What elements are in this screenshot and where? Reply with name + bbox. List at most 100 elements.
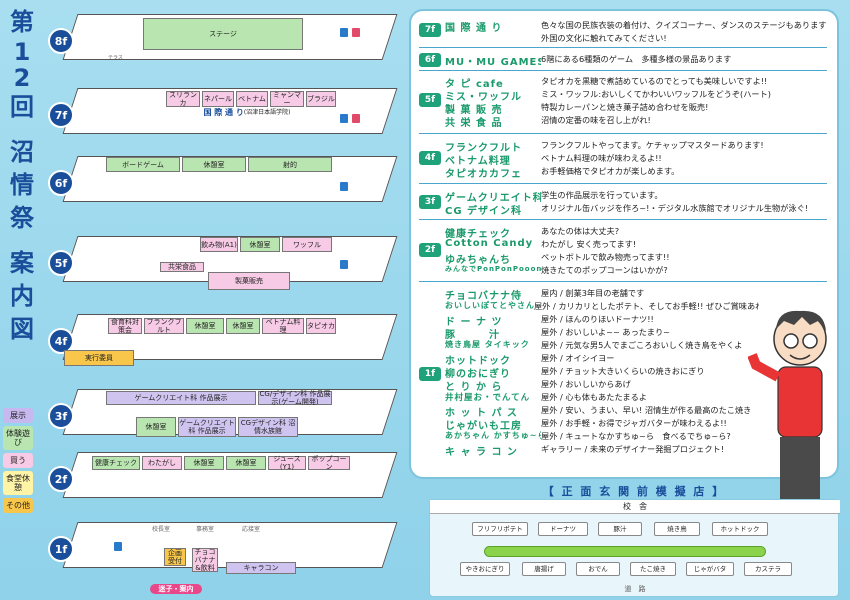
list-item: 豚 汁屋外 / おいしいよ~~ あったまり~ xyxy=(445,326,759,339)
booth-name: ホ ッ ト パ ス xyxy=(445,408,518,417)
booth-desc: 屋外 / チョット大きいくらいの焼きおにぎり xyxy=(541,366,705,376)
room-rest[interactable]: 休憩室 xyxy=(182,157,246,172)
floor-badge: 5f xyxy=(48,250,74,276)
room-cg-aquarium[interactable]: CGデザイン科 沼情水族館 xyxy=(238,417,298,437)
room-srilanka[interactable]: スリランカ xyxy=(166,91,200,107)
booth-jagabata[interactable]: じゃがバタ xyxy=(686,562,734,576)
booth-yakitori[interactable]: 焼き鳥 xyxy=(654,522,700,536)
room-waffle[interactable]: ワッフル xyxy=(282,237,332,252)
floor-3f: 3f ゲームクリエイト科 作品展示 CG/デザイン科 作品展示(ゲーム開発) 休… xyxy=(48,385,404,449)
legend-item-food: 食堂休憩 xyxy=(3,471,33,495)
room-rest[interactable]: 休憩室 xyxy=(136,417,176,437)
floor-7f: 7f スリランカ ネパール ベトナム ミャンマー ブラジル 国 際 通 り (沼… xyxy=(48,84,404,148)
room-reception[interactable]: 企画受付 xyxy=(164,548,186,566)
booth-oden[interactable]: おでん xyxy=(576,562,620,576)
booth-desc: 屋外 / カリカリとしたポテト、そしてお手軽!! ぜひご賞味あれ~!! xyxy=(533,301,759,311)
booth-hotdog[interactable]: ホットドック xyxy=(712,522,768,536)
room-game-create-exhibit[interactable]: ゲームクリエイト科 作品展示 xyxy=(106,391,256,405)
booth-karaage[interactable]: 唐揚げ xyxy=(522,562,566,576)
booth-takoyaki[interactable]: たこ焼き xyxy=(630,562,676,576)
room-food-committee[interactable]: 食育科対策会 xyxy=(108,318,142,334)
booth-castella[interactable]: カステラ xyxy=(744,562,792,576)
room-tapioca[interactable]: タピオカ xyxy=(306,318,336,334)
booth-desc: わたがし 安く売ってます! xyxy=(541,239,637,249)
restroom-icon xyxy=(352,28,360,37)
room-executive-committee[interactable]: 実行委員 xyxy=(64,350,134,366)
room-health-check[interactable]: 健康チェック xyxy=(92,456,140,470)
room-characon[interactable]: キャラコン xyxy=(226,562,296,574)
title-char: 1 xyxy=(13,38,31,66)
list-item: ゆみちゃんちペットボトルで飲み物売ってます!! xyxy=(445,251,839,264)
floor-tag: 6f xyxy=(419,53,441,67)
room-rest[interactable]: 休憩室 xyxy=(226,318,260,334)
section-rows: フランクフルトフランクフルトやってます。ケチャップマスタードあります! ベトナム… xyxy=(445,139,839,178)
title-char: 第 xyxy=(10,8,34,36)
room-brazil[interactable]: ブラジル xyxy=(306,91,336,107)
room-drinks[interactable]: 飲み物(A1) xyxy=(200,237,238,252)
booth-desc: 外国の文化に触れてみてください! xyxy=(541,33,667,43)
room-choco-banana[interactable]: チョコバナナ&飲料 xyxy=(192,548,218,572)
booth-desc: 屋外 / オイシイヨー xyxy=(541,353,615,363)
divider xyxy=(419,133,827,134)
room-board-game[interactable]: ボードゲーム xyxy=(106,157,180,172)
section-rows: チョコバナナ侍屋内 / 創業3年目の老舗です おいしいぽてとやさん屋外 / カリ… xyxy=(445,287,759,456)
floor-badge: 2f xyxy=(48,466,74,492)
divider xyxy=(419,70,827,71)
kokusai-street[interactable]: 国 際 通 り (沼津日本語学院) xyxy=(158,108,336,118)
list-item: 国 際 通 り色々な国の民族衣装の着付け、クイズコーナー、ダンスのステージもあり… xyxy=(445,19,839,32)
booth-name: タピオカカフェ xyxy=(445,169,522,178)
booth-desc: 学生の作品展示を行っています。 xyxy=(541,190,663,200)
room-nepal[interactable]: ネパール xyxy=(202,91,234,107)
room-cotton-candy[interactable]: わたがし xyxy=(142,456,182,470)
school-building: 校 舎 xyxy=(430,500,840,514)
room-cg-exhibit[interactable]: CG/デザイン科 作品展示(ゲーム開発) xyxy=(258,390,332,406)
room-juice[interactable]: ジュース(Y1) xyxy=(268,455,306,471)
floor-4f: 4f 食育科対策会 フランクフルト 休憩室 休憩室 ベトナム料理 タピオカ 実行… xyxy=(48,310,404,374)
room-game-create-exhibit-2[interactable]: ゲームクリエイト科 作品展示 xyxy=(178,417,236,437)
booth-desc: 沼情の定番の味を召し上がれ! xyxy=(541,115,651,125)
stage-room[interactable]: ステージ xyxy=(143,18,303,50)
room-vietnam[interactable]: ベトナム xyxy=(236,91,268,107)
section-rows: ゲームクリエイト科学生の作品展示を行っています。 CG デザイン科オリジナル缶バ… xyxy=(445,189,839,215)
booth-desc: 屋外 / キュートなかすちゅ~ら 食べるでちゅ~ら? xyxy=(541,431,731,441)
room-frankfurt[interactable]: フランクフルト xyxy=(144,318,184,334)
room-kyoei-foods[interactable]: 共栄食品 xyxy=(160,262,204,272)
list-item: みんなでPonPonPooon!焼きたてのポップコーンはいかが? xyxy=(445,264,839,277)
booth-yakionigiri[interactable]: やきおにぎり xyxy=(460,562,510,576)
title-char: 2 xyxy=(13,64,31,92)
booth-donut[interactable]: ドーナツ xyxy=(538,522,588,536)
restroom-icon xyxy=(114,542,122,551)
booth-name: タ ピ cafe xyxy=(445,79,504,88)
booth-desc: 屋外 / おいしいよ~~ あったまり~ xyxy=(541,327,670,337)
room-rest[interactable]: 休憩室 xyxy=(240,237,280,252)
room-rest[interactable]: 休憩室 xyxy=(186,318,224,334)
room-myanmar[interactable]: ミャンマー xyxy=(270,91,304,107)
list-item: ベトナム料理ベトナム料理の味が味わえるよ!! xyxy=(445,152,839,165)
booth-name: ベトナム料理 xyxy=(445,156,511,165)
road: 道 路 xyxy=(624,585,646,593)
room-vietnam-food[interactable]: ベトナム料理 xyxy=(262,318,304,334)
list-item: CG デザイン科オリジナル缶バッジを作ろ~!・デジタル水族館でオリジナル生物が泳… xyxy=(445,202,839,215)
divider xyxy=(419,281,827,282)
title-char: 回 xyxy=(10,93,34,121)
floor-tag: 5f xyxy=(419,93,441,107)
room-seika-sales[interactable]: 製菓販売 xyxy=(208,272,290,290)
hall-note: (沼津日本語学院) xyxy=(243,109,291,116)
booth-desc: 屋内 / 創業3年目の老舗です xyxy=(541,288,645,298)
booth-tonjiru[interactable]: 豚汁 xyxy=(598,522,642,536)
room-rest[interactable]: 休憩室 xyxy=(226,456,266,470)
booth-name: じゃがいも工房 xyxy=(445,421,522,430)
legend-item-buy: 買う xyxy=(3,453,33,468)
booth-fries[interactable]: フリフリポテト xyxy=(472,522,528,536)
booth-desc: 焼きたてのポップコーンはいかが? xyxy=(541,265,668,275)
room-shateki[interactable]: 射的 xyxy=(248,157,332,172)
floor-8f: 8f ステージ テラス xyxy=(48,10,404,74)
room-rest[interactable]: 休憩室 xyxy=(184,456,224,470)
list-item: おいしいぽてとやさん屋外 / カリカリとしたポテト、そしてお手軽!! ぜひご賞味… xyxy=(445,300,759,313)
booth-desc: 屋外 / ほんのりほいドーナツ!! xyxy=(541,314,654,324)
floor-badge: 3f xyxy=(48,403,74,429)
booth-name: みんなでPonPonPooon! xyxy=(445,265,541,273)
room-popcorn[interactable]: ポップコーン xyxy=(308,455,350,471)
